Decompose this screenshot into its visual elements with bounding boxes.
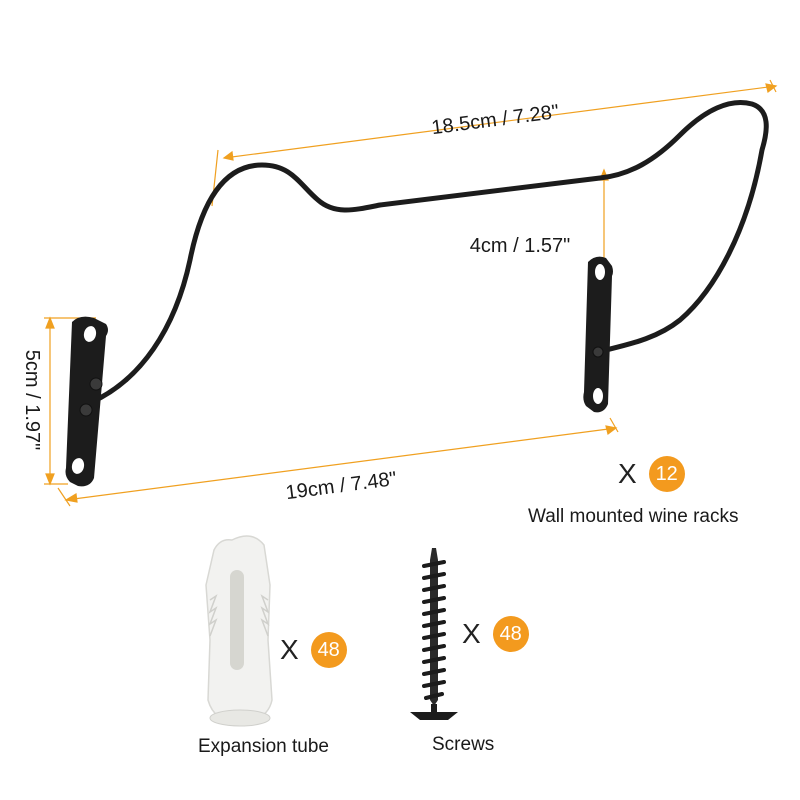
dimension-lines <box>44 79 778 507</box>
bottom-length-label: 19cm / 7.48" <box>284 468 398 504</box>
top-length-label: 18.5cm / 7.28" <box>430 101 560 139</box>
wine-rack <box>65 100 769 487</box>
multiply-sign: X <box>280 634 299 665</box>
left-mounting-plate <box>65 316 108 487</box>
depth-label: 4cm / 1.57" <box>470 235 570 257</box>
multiply-sign: X <box>618 458 637 489</box>
expansion-tube-quantity: X 48 <box>280 632 347 668</box>
right-mounting-plate <box>583 256 613 413</box>
rack-wire <box>89 100 769 405</box>
screw-image <box>410 548 458 720</box>
expansion-tube-label: Expansion tube <box>198 736 329 757</box>
quantity-badge: 48 <box>310 632 347 668</box>
expansion-tube-image <box>205 535 273 727</box>
screws-label: Screws <box>432 734 495 755</box>
height-label: 5cm / 1.97" <box>21 350 43 450</box>
multiply-sign: X <box>462 618 481 649</box>
rack-quantity: X 12 <box>618 456 685 492</box>
rack-item-label: Wall mounted wine racks <box>528 506 739 527</box>
quantity-badge: 48 <box>492 616 529 652</box>
quantity-badge: 12 <box>648 456 685 492</box>
screws-quantity: X 48 <box>462 616 529 652</box>
